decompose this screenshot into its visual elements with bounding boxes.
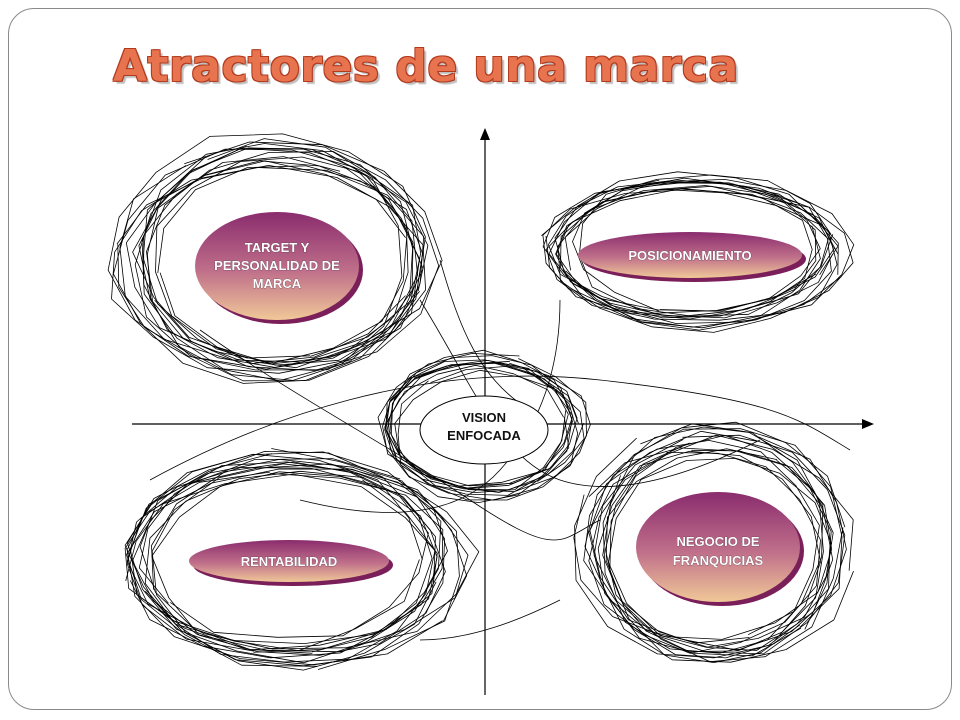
scribble-loop — [556, 185, 813, 319]
scribble-loop — [119, 141, 443, 363]
franquicias-label-line-1: NEGOCIO DE — [676, 534, 759, 549]
scribble-loop — [151, 463, 437, 671]
scribble-loop — [127, 448, 442, 664]
node-vision: VISION ENFOCADA — [419, 395, 549, 465]
connector-stroke — [419, 599, 561, 641]
scribble-loop — [602, 421, 846, 663]
scribble-loop — [124, 471, 444, 644]
scribble-loop — [132, 147, 422, 359]
target-label-line-1: TARGET Y — [245, 240, 310, 255]
rentabilidad-label: RENTABILIDAD — [241, 554, 338, 569]
node-target: TARGET Y PERSONALIDAD DE MARCA — [195, 212, 363, 324]
scribble-loop — [139, 451, 433, 654]
connector-strokes — [149, 259, 851, 641]
scribble-loop — [608, 458, 832, 651]
scribble-loop — [143, 156, 414, 368]
vision-label-line-2: ENFOCADA — [447, 428, 521, 443]
scribble-loop — [113, 148, 420, 384]
horizontal-axis-arrow — [862, 419, 874, 429]
scribble-loop — [588, 452, 821, 654]
scribble-cluster-target — [107, 133, 443, 384]
scribble-loop — [124, 453, 423, 651]
scribble-loop — [157, 165, 423, 365]
scribble-loop — [111, 167, 425, 374]
scribble-loop — [151, 471, 446, 656]
scribble-loop — [125, 160, 408, 364]
scribble-loop — [126, 459, 468, 666]
scribble-loop — [377, 353, 587, 501]
connector-stroke — [199, 329, 601, 541]
scribble-loop — [584, 428, 843, 657]
scribble-loop — [597, 450, 821, 659]
scribble-cluster-rentabilidad — [124, 448, 480, 671]
scribble-loop — [555, 188, 839, 319]
scribble-loop — [384, 361, 591, 492]
scribble-loop — [138, 461, 429, 638]
scribble-loop — [384, 362, 584, 491]
slide-frame: Atractores de una marca — [8, 8, 952, 710]
scribble-loop — [385, 362, 578, 487]
vision-label-line-1: VISION — [462, 410, 506, 425]
scribble-loop — [593, 434, 846, 655]
connector-stroke — [439, 259, 531, 411]
scribble-loop — [155, 156, 429, 366]
vision-oval — [419, 395, 549, 465]
scribble-loop — [146, 151, 440, 371]
scribble-loop — [572, 181, 821, 312]
scribble-loop — [609, 435, 832, 663]
scribble-loop — [126, 468, 460, 670]
scribble-loop — [141, 143, 403, 383]
posicionamiento-label: POSICIONAMIENTO — [628, 248, 751, 263]
target-oval — [195, 212, 359, 320]
scribble-loop — [560, 185, 842, 328]
scribble-loop — [107, 133, 426, 371]
scribble-loop — [588, 434, 854, 663]
target-label-line-3: MARCA — [253, 276, 302, 291]
node-posicionamiento: POSICIONAMIENTO — [578, 232, 806, 282]
posicionamiento-oval — [578, 232, 802, 278]
node-rentabilidad: RENTABILIDAD — [189, 540, 393, 586]
target-label-line-2: PERSONALIDAD DE — [214, 258, 340, 273]
scribble-loop — [138, 138, 418, 381]
rentabilidad-oval — [189, 540, 389, 582]
node-franquicias: NEGOCIO DE FRANQUICIAS — [636, 492, 804, 606]
franquicias-label-line-2: FRANQUICIAS — [673, 553, 764, 568]
scribble-loop — [583, 440, 820, 644]
scribble-loop — [542, 181, 839, 312]
scribble-loop — [130, 451, 448, 651]
scribble-loop — [126, 458, 480, 650]
connector-stroke — [419, 299, 761, 487]
connector-stroke — [299, 299, 561, 513]
slide-title: Atractores de una marca — [113, 41, 739, 92]
scribble-loop — [145, 461, 445, 667]
connector-stroke — [149, 375, 851, 481]
scribble-loop — [564, 180, 832, 331]
scribble-cluster-franquicias — [573, 421, 854, 663]
scribble-loop — [605, 448, 834, 648]
scribble-loop — [542, 189, 829, 318]
franquicias-oval — [636, 492, 800, 602]
vertical-axis-arrow — [480, 128, 490, 140]
scribble-loop — [116, 165, 426, 370]
